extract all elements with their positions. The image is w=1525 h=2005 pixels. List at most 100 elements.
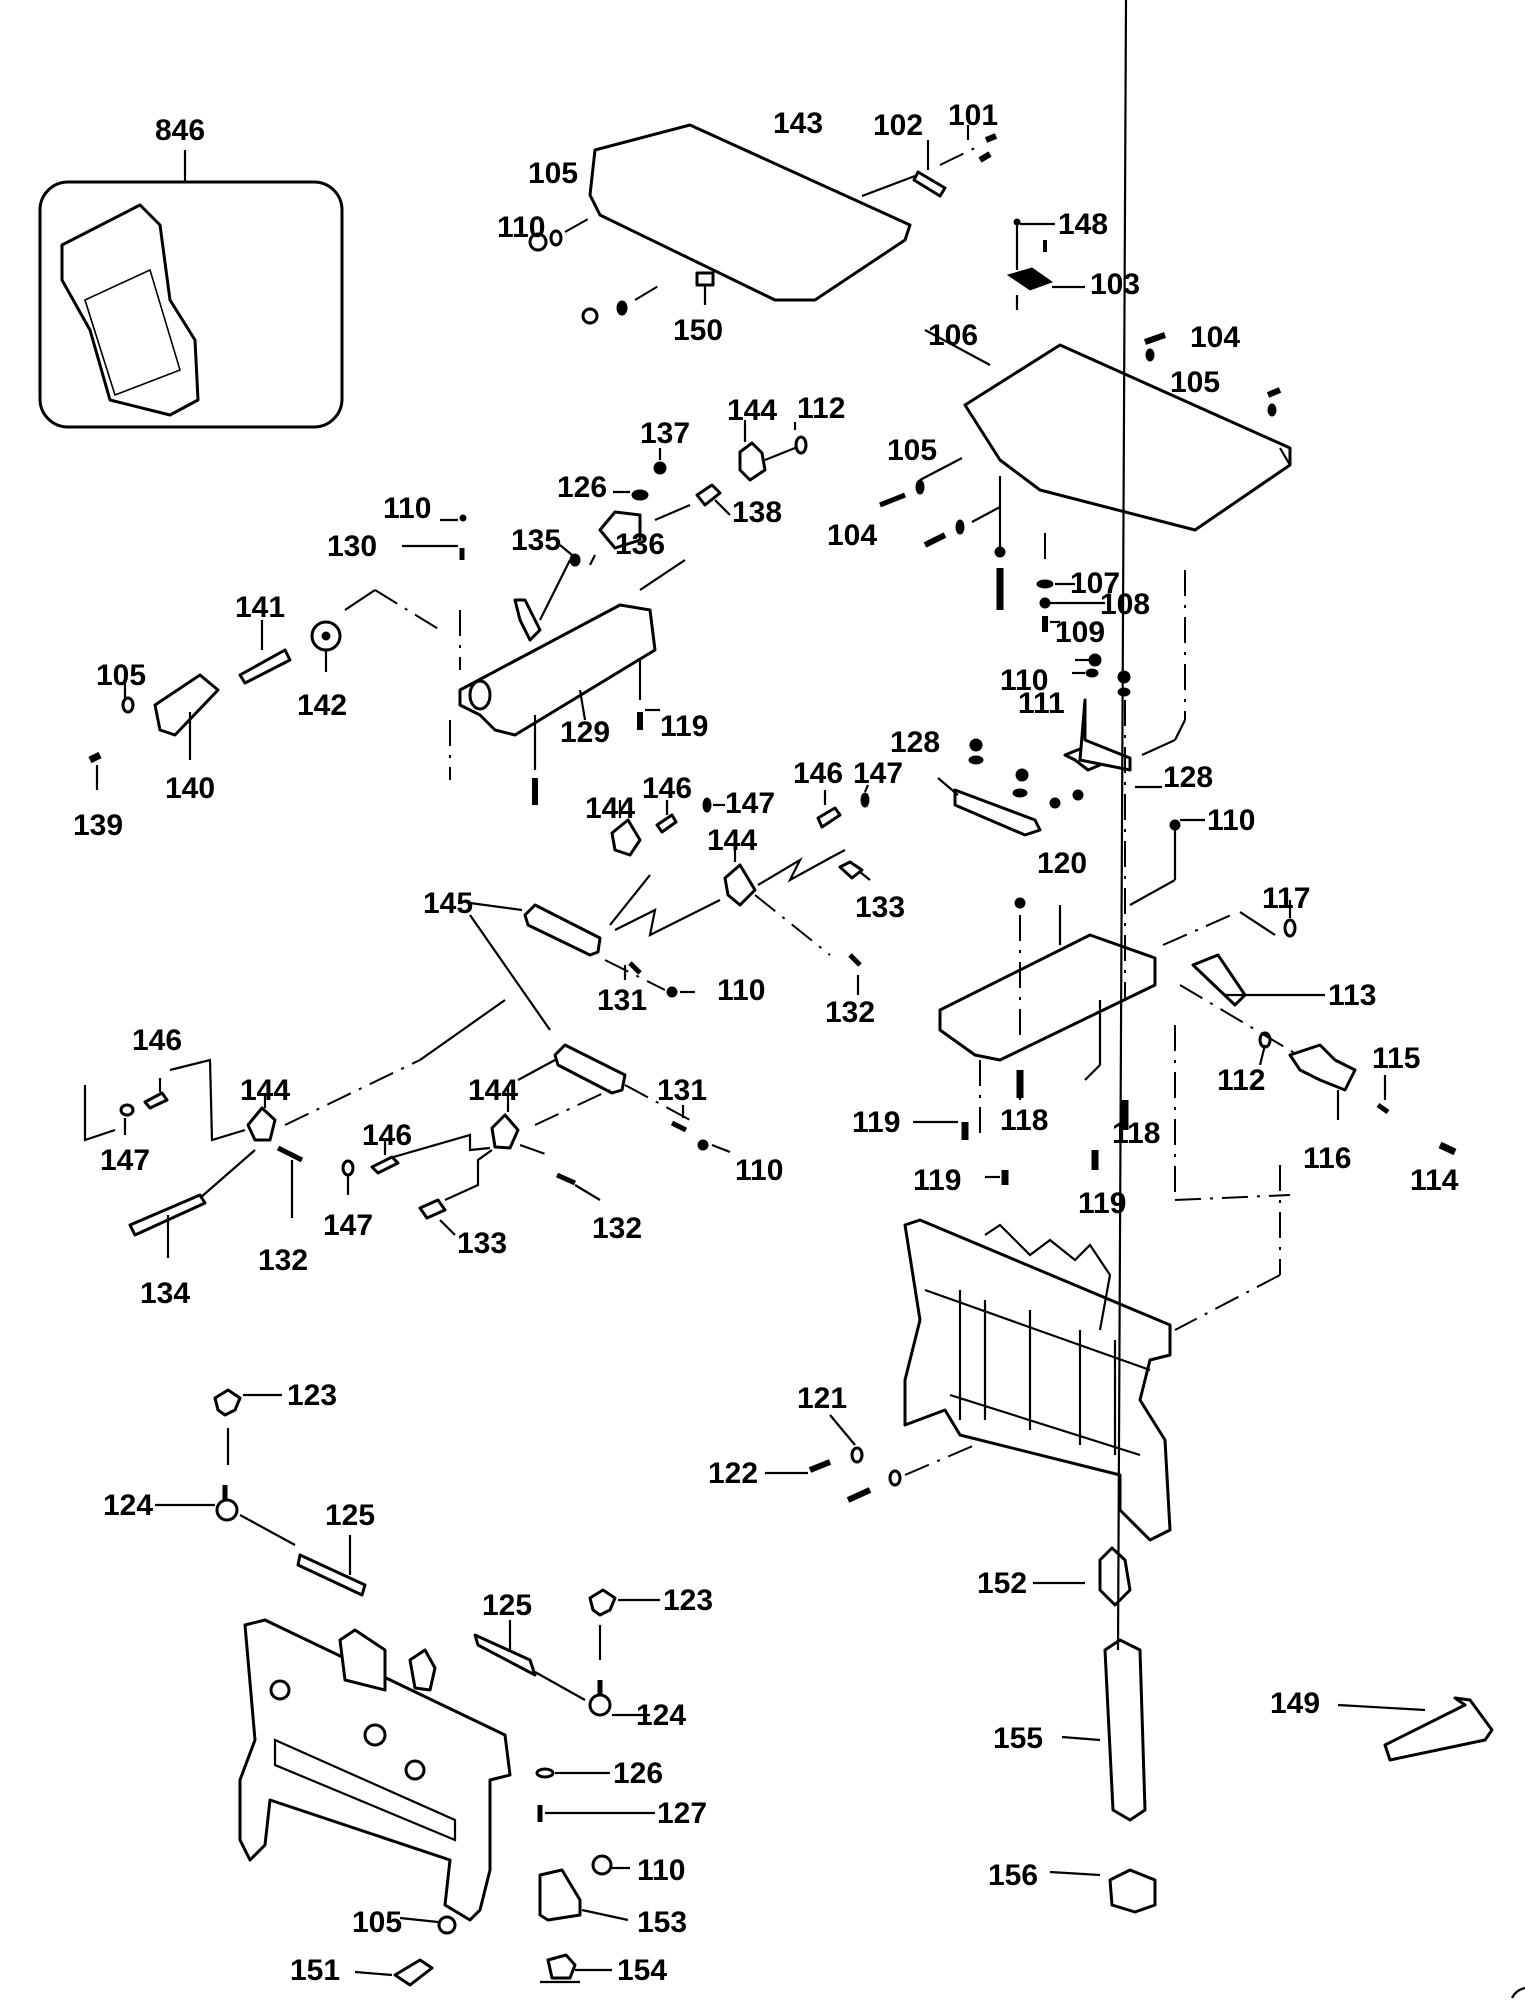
leg-155 [1103,1638,1147,1822]
part-label: 131 [597,984,647,1017]
part-label: 128 [1163,761,1213,794]
part-label: 102 [873,109,923,142]
screw-104 [1144,332,1166,345]
part-label: 153 [637,1906,687,1939]
part-label: 119 [1078,1187,1126,1220]
part-label: 122 [708,1457,758,1490]
part-label: 110 [497,211,545,244]
screw-139 [88,751,102,764]
part-label: 140 [165,772,215,805]
pin-131 [628,961,642,975]
part-label: 846 [155,114,205,147]
hex-wrench-149 [1383,1696,1494,1762]
part-label: 109 [1055,616,1105,649]
part-label: 114 [1410,1164,1459,1197]
part-label: 149 [1270,1687,1320,1720]
washer-105 [121,696,135,714]
part-label: 143 [773,107,823,140]
bracket-136 [598,510,642,550]
part-label: 124 [636,1699,686,1732]
part-label: 125 [325,1499,375,1532]
cap-123 [588,1588,617,1617]
cap-123 [213,1388,242,1417]
bracket-128 [937,698,1186,837]
part-label: 104 [1190,321,1240,354]
table-106 [879,329,1292,720]
clip-147 [702,797,712,813]
label-plate-150 [695,271,715,287]
part-label: 142 [297,689,347,722]
screw-101 [984,133,998,143]
part-label: 126 [557,471,607,504]
lower-left-linkage [83,999,731,1258]
cap-152 [1098,1546,1132,1607]
part-label: 144 [585,792,635,825]
bracket-144 [738,441,767,482]
part-label: 110 [1207,804,1255,837]
part-label: 134 [140,1277,190,1310]
leg-parts [1033,0,1494,1914]
part-labels: 846 143 102 101 105 110 150 148 103 106 … [73,99,1459,1987]
part-label: 147 [853,757,903,790]
washer-121 [850,1446,864,1464]
part-label: 113 [1328,979,1376,1012]
part-label: 121 [797,1382,847,1415]
part-label: 116 [1303,1142,1351,1175]
part-label: 137 [640,417,690,450]
part-label: 132 [825,996,875,1029]
part-label: 115 [1372,1042,1420,1075]
screw-132 [276,1145,304,1163]
part-label: 141 [235,591,285,624]
hardware-kit-846 [38,150,344,429]
bracket-144 [610,818,642,857]
pin-138 [695,483,722,507]
plate-103-assembly [1006,218,1085,310]
eyebolt-124 [215,1498,239,1522]
stand-end-left [155,1388,660,1987]
part-label: 156 [988,1859,1038,1892]
pin-146 [370,1155,400,1175]
part-label: 132 [258,1244,308,1277]
ring-117 [1283,918,1297,938]
part-label: 133 [855,891,905,924]
part-label: 112 [1217,1064,1265,1097]
part-label: 131 [657,1074,707,1107]
part-label: 132 [592,1212,642,1245]
nut-110 [591,1854,613,1876]
part-label: 110 [717,974,765,1007]
middle-linkage [469,784,871,1031]
part-label: 129 [560,716,610,749]
spring-141 [238,648,292,685]
part-label: 110 [637,1854,685,1887]
fence-carrier-129 [344,514,686,805]
eyebolt-124 [588,1693,612,1717]
pin-125 [473,1633,537,1677]
part-label: 154 [617,1954,667,1987]
part-label: 117 [1262,882,1310,915]
stand-end-right [765,1218,1172,1542]
block-153 [538,1868,582,1922]
part-label: 147 [100,1144,150,1177]
part-label: 133 [457,1227,507,1260]
part-label: 120 [1037,847,1087,880]
part-label: 144 [727,394,777,427]
part-label: 139 [73,809,123,842]
part-label: 145 [423,887,473,920]
part-label: 135 [511,524,561,557]
pin-133 [418,1198,447,1220]
knob-140 [153,673,220,737]
bar-145 [523,903,602,957]
washer-105 [549,229,563,247]
part-label: 112 [797,392,845,425]
warning-plate-103 [1006,267,1054,291]
bracket-135 [513,598,542,642]
edge-mark [1511,1986,1525,1999]
part-label: 119 [852,1106,900,1139]
clip-147 [341,1159,355,1177]
part-label: 108 [1100,588,1150,621]
nut-108 [1039,597,1051,609]
part-label: 147 [323,1209,373,1242]
bracket-144 [246,1106,277,1142]
fasteners-107-111 [1036,579,1131,697]
part-label: 110 [735,1154,783,1187]
